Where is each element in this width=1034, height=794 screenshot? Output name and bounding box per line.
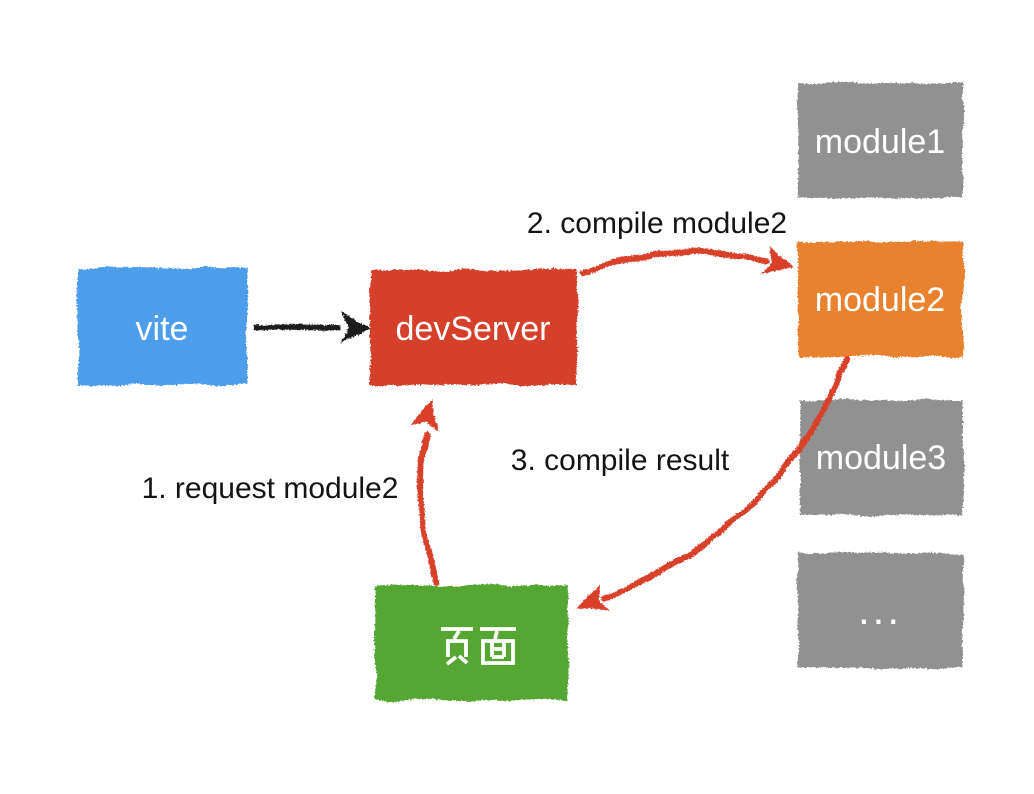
cjk-glyph-mian: [480, 627, 516, 665]
arrowhead-icon: [761, 246, 794, 274]
page-node-box: [375, 585, 568, 700]
arrow-vite-to-devserver: [254, 311, 371, 343]
arrow-shaft: [416, 432, 440, 585]
page-node-label: [441, 627, 516, 666]
arrowhead-icon: [410, 399, 438, 432]
module3-node-label: module3: [816, 439, 946, 477]
edge-label-request: 1. request module2: [142, 472, 399, 505]
vite-node-label: vite: [136, 310, 189, 348]
edge-label-result: 3. compile result: [511, 444, 730, 477]
arrow-module2-to-page: [577, 357, 849, 611]
arrowhead-icon: [577, 584, 611, 611]
module2-node-box: [798, 242, 963, 357]
vite-node-box: [78, 268, 247, 385]
module1-node-label: module1: [815, 123, 945, 161]
module3-node-box: [800, 400, 963, 515]
edge-label-compile: 2. compile module2: [527, 207, 787, 240]
cjk-glyph-ye: [441, 627, 473, 666]
devserver-node-box: [370, 270, 577, 385]
module2-node-label: module2: [815, 281, 945, 319]
arrow-page-to-devserver: [410, 399, 440, 585]
more-modules-node-label: ...: [858, 586, 902, 633]
arrow-shaft: [601, 357, 849, 601]
arrow-devserver-to-module2: [580, 246, 794, 277]
more-modules-node-box: [798, 553, 963, 668]
arrow-shaft: [580, 249, 769, 277]
arrowhead-icon: [341, 311, 371, 343]
module1-node-box: [798, 83, 963, 198]
devserver-node-label: devServer: [396, 310, 551, 348]
